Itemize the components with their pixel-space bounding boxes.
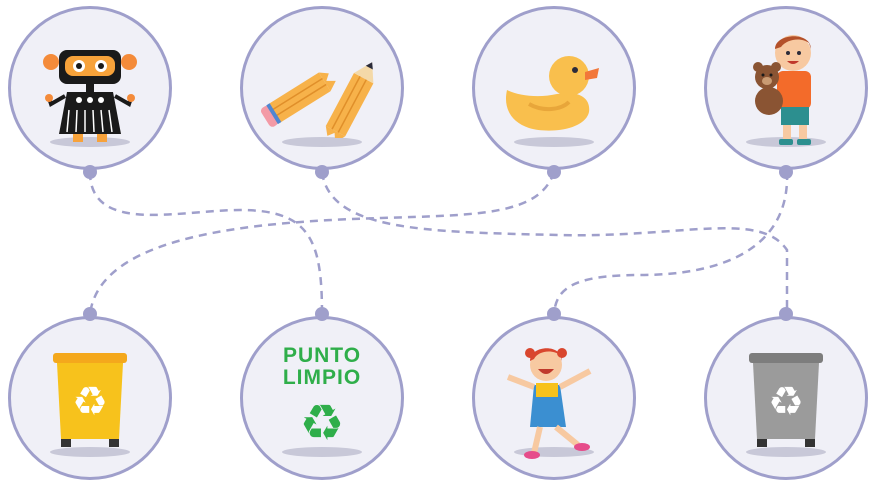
connector-boy-to-girl xyxy=(552,171,789,315)
connector-duck-to-yellow-bin xyxy=(88,171,556,315)
recycle-icon: ♻ xyxy=(300,394,345,452)
connector-dot-duck[interactable] xyxy=(547,165,561,179)
node-boy-with-teddy[interactable] xyxy=(704,6,868,170)
connector-dot-pencils[interactable] xyxy=(315,165,329,179)
node-punto-limpio[interactable]: PUNTO LIMPIO ♻ xyxy=(240,316,404,480)
node-happy-girl[interactable] xyxy=(472,316,636,480)
boy-with-teddy-bear-icon xyxy=(753,35,811,145)
connector-dot-robot[interactable] xyxy=(83,165,97,179)
punto-limpio-label-line2: LIMPIO xyxy=(282,366,362,389)
connector-dot-grey-bin[interactable] xyxy=(779,307,793,321)
ground-shadow xyxy=(282,137,362,147)
ground-shadow xyxy=(50,137,130,147)
ground-shadow xyxy=(50,447,130,457)
rubber-duck-icon xyxy=(505,56,599,131)
connector-dot-yellow-bin[interactable] xyxy=(83,307,97,321)
robot-toy-icon xyxy=(43,50,137,142)
connector-pencils-to-grey-bin xyxy=(320,171,789,314)
recycle-icon: ♻ xyxy=(768,379,804,425)
ground-shadow xyxy=(514,137,594,147)
connector-robot-to-punto-limpio xyxy=(88,171,324,315)
node-rubber-duck[interactable] xyxy=(472,6,636,170)
ground-shadow xyxy=(514,447,594,457)
punto-limpio-label: PUNTO LIMPIO xyxy=(243,345,401,389)
ground-shadow xyxy=(746,447,826,457)
happy-girl-icon xyxy=(506,348,592,459)
pencils-icon xyxy=(260,62,374,138)
connector-dot-girl[interactable] xyxy=(547,307,561,321)
node-pencils[interactable] xyxy=(240,6,404,170)
recycle-icon: ♻ xyxy=(72,379,108,425)
node-robot-toy[interactable] xyxy=(8,6,172,170)
grey-recycling-bin-icon: ♻ xyxy=(749,353,823,447)
yellow-recycling-bin-icon: ♻ xyxy=(53,353,127,447)
ground-shadow xyxy=(282,447,362,457)
punto-limpio-icon: PUNTO LIMPIO ♻ xyxy=(243,319,401,477)
node-yellow-bin[interactable]: ♻ xyxy=(8,316,172,480)
punto-limpio-label-line1: PUNTO xyxy=(282,344,362,367)
node-grey-bin[interactable]: ♻ xyxy=(704,316,868,480)
connector-dot-boy[interactable] xyxy=(779,165,793,179)
connector-dot-punto-limpio[interactable] xyxy=(315,307,329,321)
